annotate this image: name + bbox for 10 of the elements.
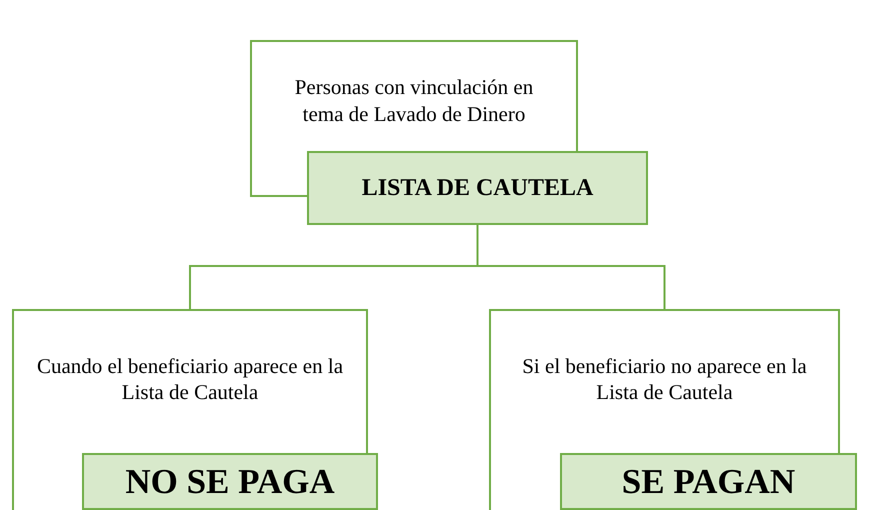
text-box [250, 40, 578, 151]
description-text: Cuando el beneficiario aparece en la Lista de Cautela [36, 352, 344, 406]
heading-text: NO SE PAGA [125, 460, 335, 503]
label-box [560, 453, 857, 510]
heading-text: SE PAGAN [622, 460, 796, 503]
label-box [307, 151, 648, 225]
connector-line [476, 225, 666, 309]
description-text: Personas con vinculación en tema de Lavado de Dinero [294, 74, 534, 127]
heading-text: LISTA DE CAUTELA [362, 174, 594, 203]
description-text: Si el beneficiario no aparece en la Lista de Cautela [521, 352, 808, 406]
